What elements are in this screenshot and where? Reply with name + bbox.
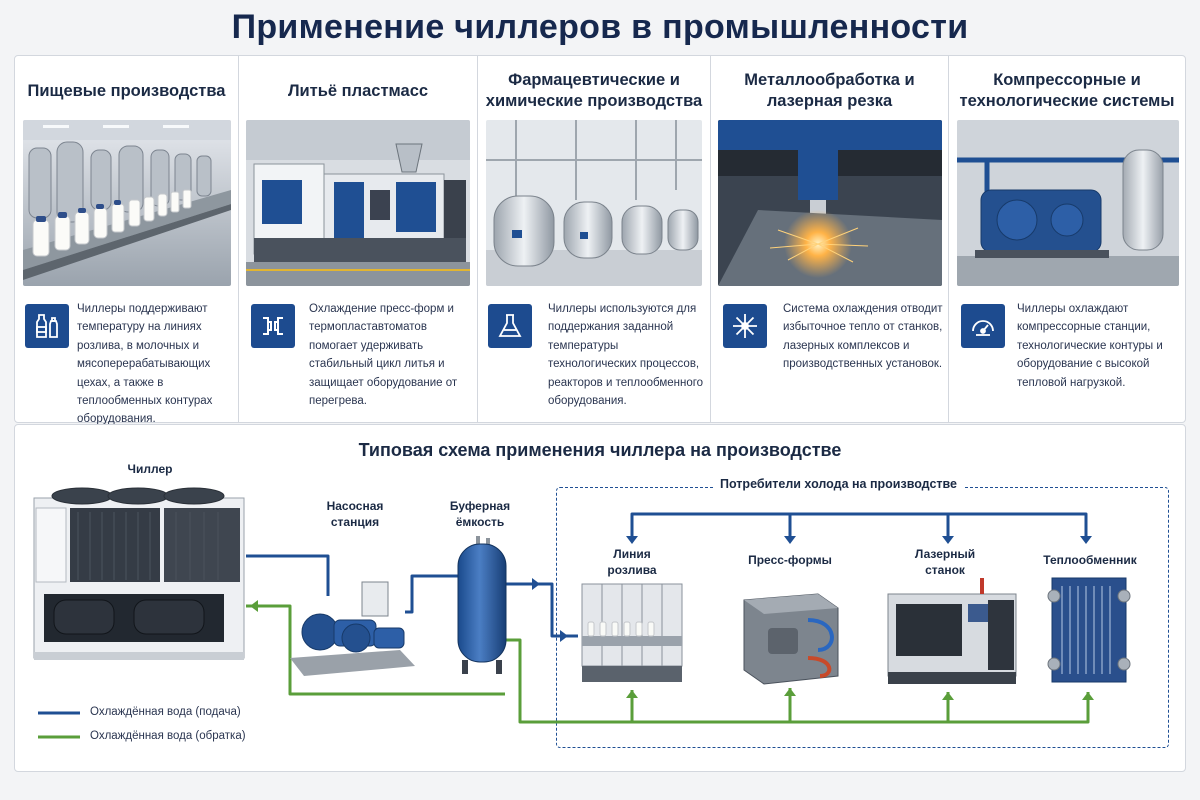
- arrow-icon: [626, 690, 638, 698]
- flask-icon: [488, 304, 532, 348]
- gauge-icon: [961, 304, 1005, 348]
- industry-description: Чиллеры используются для поддержания зад…: [548, 303, 704, 407]
- press-mold-image: [743, 593, 839, 685]
- supply-pipe: [505, 582, 578, 638]
- arrow-icon: [532, 578, 540, 590]
- compressor-station-photo: [957, 120, 1179, 286]
- arrow-icon: [942, 692, 954, 700]
- consumer-label: Пресс-формы: [748, 553, 832, 567]
- pump-station-image: [290, 581, 415, 676]
- industry-card-pharma: Фармацевтические и химические производст…: [478, 56, 711, 422]
- page-title: Применение чиллеров в промышленности: [231, 8, 969, 46]
- industry-title: Литьё пластмасс: [287, 81, 429, 100]
- arrow-icon: [942, 536, 954, 544]
- industry-title: Металлообработка и лазерная резка: [744, 71, 915, 110]
- industry-title: Пищевые производства: [27, 81, 226, 100]
- supply-pipe: [405, 574, 460, 614]
- industry-title: Фармацевтические и химические производст…: [485, 71, 703, 110]
- industry-card-food: Пищевые производства Чиллеры поддерживаю…: [15, 56, 239, 425]
- arrow-icon: [1080, 536, 1092, 544]
- pharma-reactors-photo: [486, 120, 702, 286]
- arrow-icon: [626, 536, 638, 544]
- industry-card-metal: Металлообработка и лазерная резка Систем…: [711, 56, 949, 422]
- consumer-label: Лазерный станок: [914, 547, 976, 578]
- supply-pipe: [246, 554, 330, 596]
- chiller-unit-image: [33, 487, 245, 660]
- scheme-title: Типовая схема применения чиллера на прои…: [358, 440, 842, 460]
- heat-exchanger-image: [1047, 577, 1131, 683]
- chiller-label: Чиллер: [127, 462, 173, 476]
- industry-description: Чиллеры охлаждают компрессорные станции,…: [1017, 303, 1163, 389]
- industries-panel: Пищевые производства Чиллеры поддерживаю…: [14, 55, 1186, 425]
- injection-molding-photo: [246, 120, 470, 286]
- industry-description: Чиллеры поддерживают температуру на лини…: [77, 303, 213, 426]
- buffer-tank-image: [457, 536, 507, 674]
- consumer-label: Теплообменник: [1043, 553, 1137, 567]
- food-production-photo: [23, 120, 231, 286]
- industry-card-plastics: Литьё пластмасс Охлаждение пресс-форм: [239, 56, 478, 422]
- arrow-icon: [1082, 692, 1094, 700]
- arrow-icon: [784, 536, 796, 544]
- industry-card-compressors: Компрессорные и технологические системы …: [949, 56, 1185, 422]
- laser-cutting-photo: [718, 120, 942, 286]
- pump-station-label: Насосная станция: [326, 499, 384, 530]
- bottle-icon: [25, 304, 69, 348]
- laser-spark-icon: [723, 304, 767, 348]
- legend-return-label: Охлаждённая вода (обратка): [90, 730, 246, 742]
- consumer-label: Линия розлива: [607, 547, 657, 578]
- supply-distribution: [630, 512, 1088, 536]
- laser-machine-image: [887, 578, 1017, 684]
- industry-description: Охлаждение пресс-форм и термопластавтома…: [309, 303, 458, 407]
- return-pipe: [246, 604, 505, 696]
- legend-supply-label: Охлаждённая вода (подача): [90, 706, 241, 718]
- arrow-icon: [250, 600, 258, 612]
- industry-description: Система охлаждения отводит избыточное те…: [783, 303, 943, 371]
- return-pipe: [505, 638, 1090, 724]
- bottling-line-image: [581, 583, 683, 682]
- arrow-icon: [784, 688, 796, 696]
- consumers-title: Потребители холода на производстве: [714, 477, 963, 491]
- industry-title: Компрессорные и технологические системы: [959, 71, 1175, 110]
- arrow-icon: [560, 630, 568, 642]
- legend-swatches: [38, 711, 80, 739]
- mold-icon: [251, 304, 295, 348]
- buffer-tank-label: Буферная ёмкость: [449, 499, 511, 530]
